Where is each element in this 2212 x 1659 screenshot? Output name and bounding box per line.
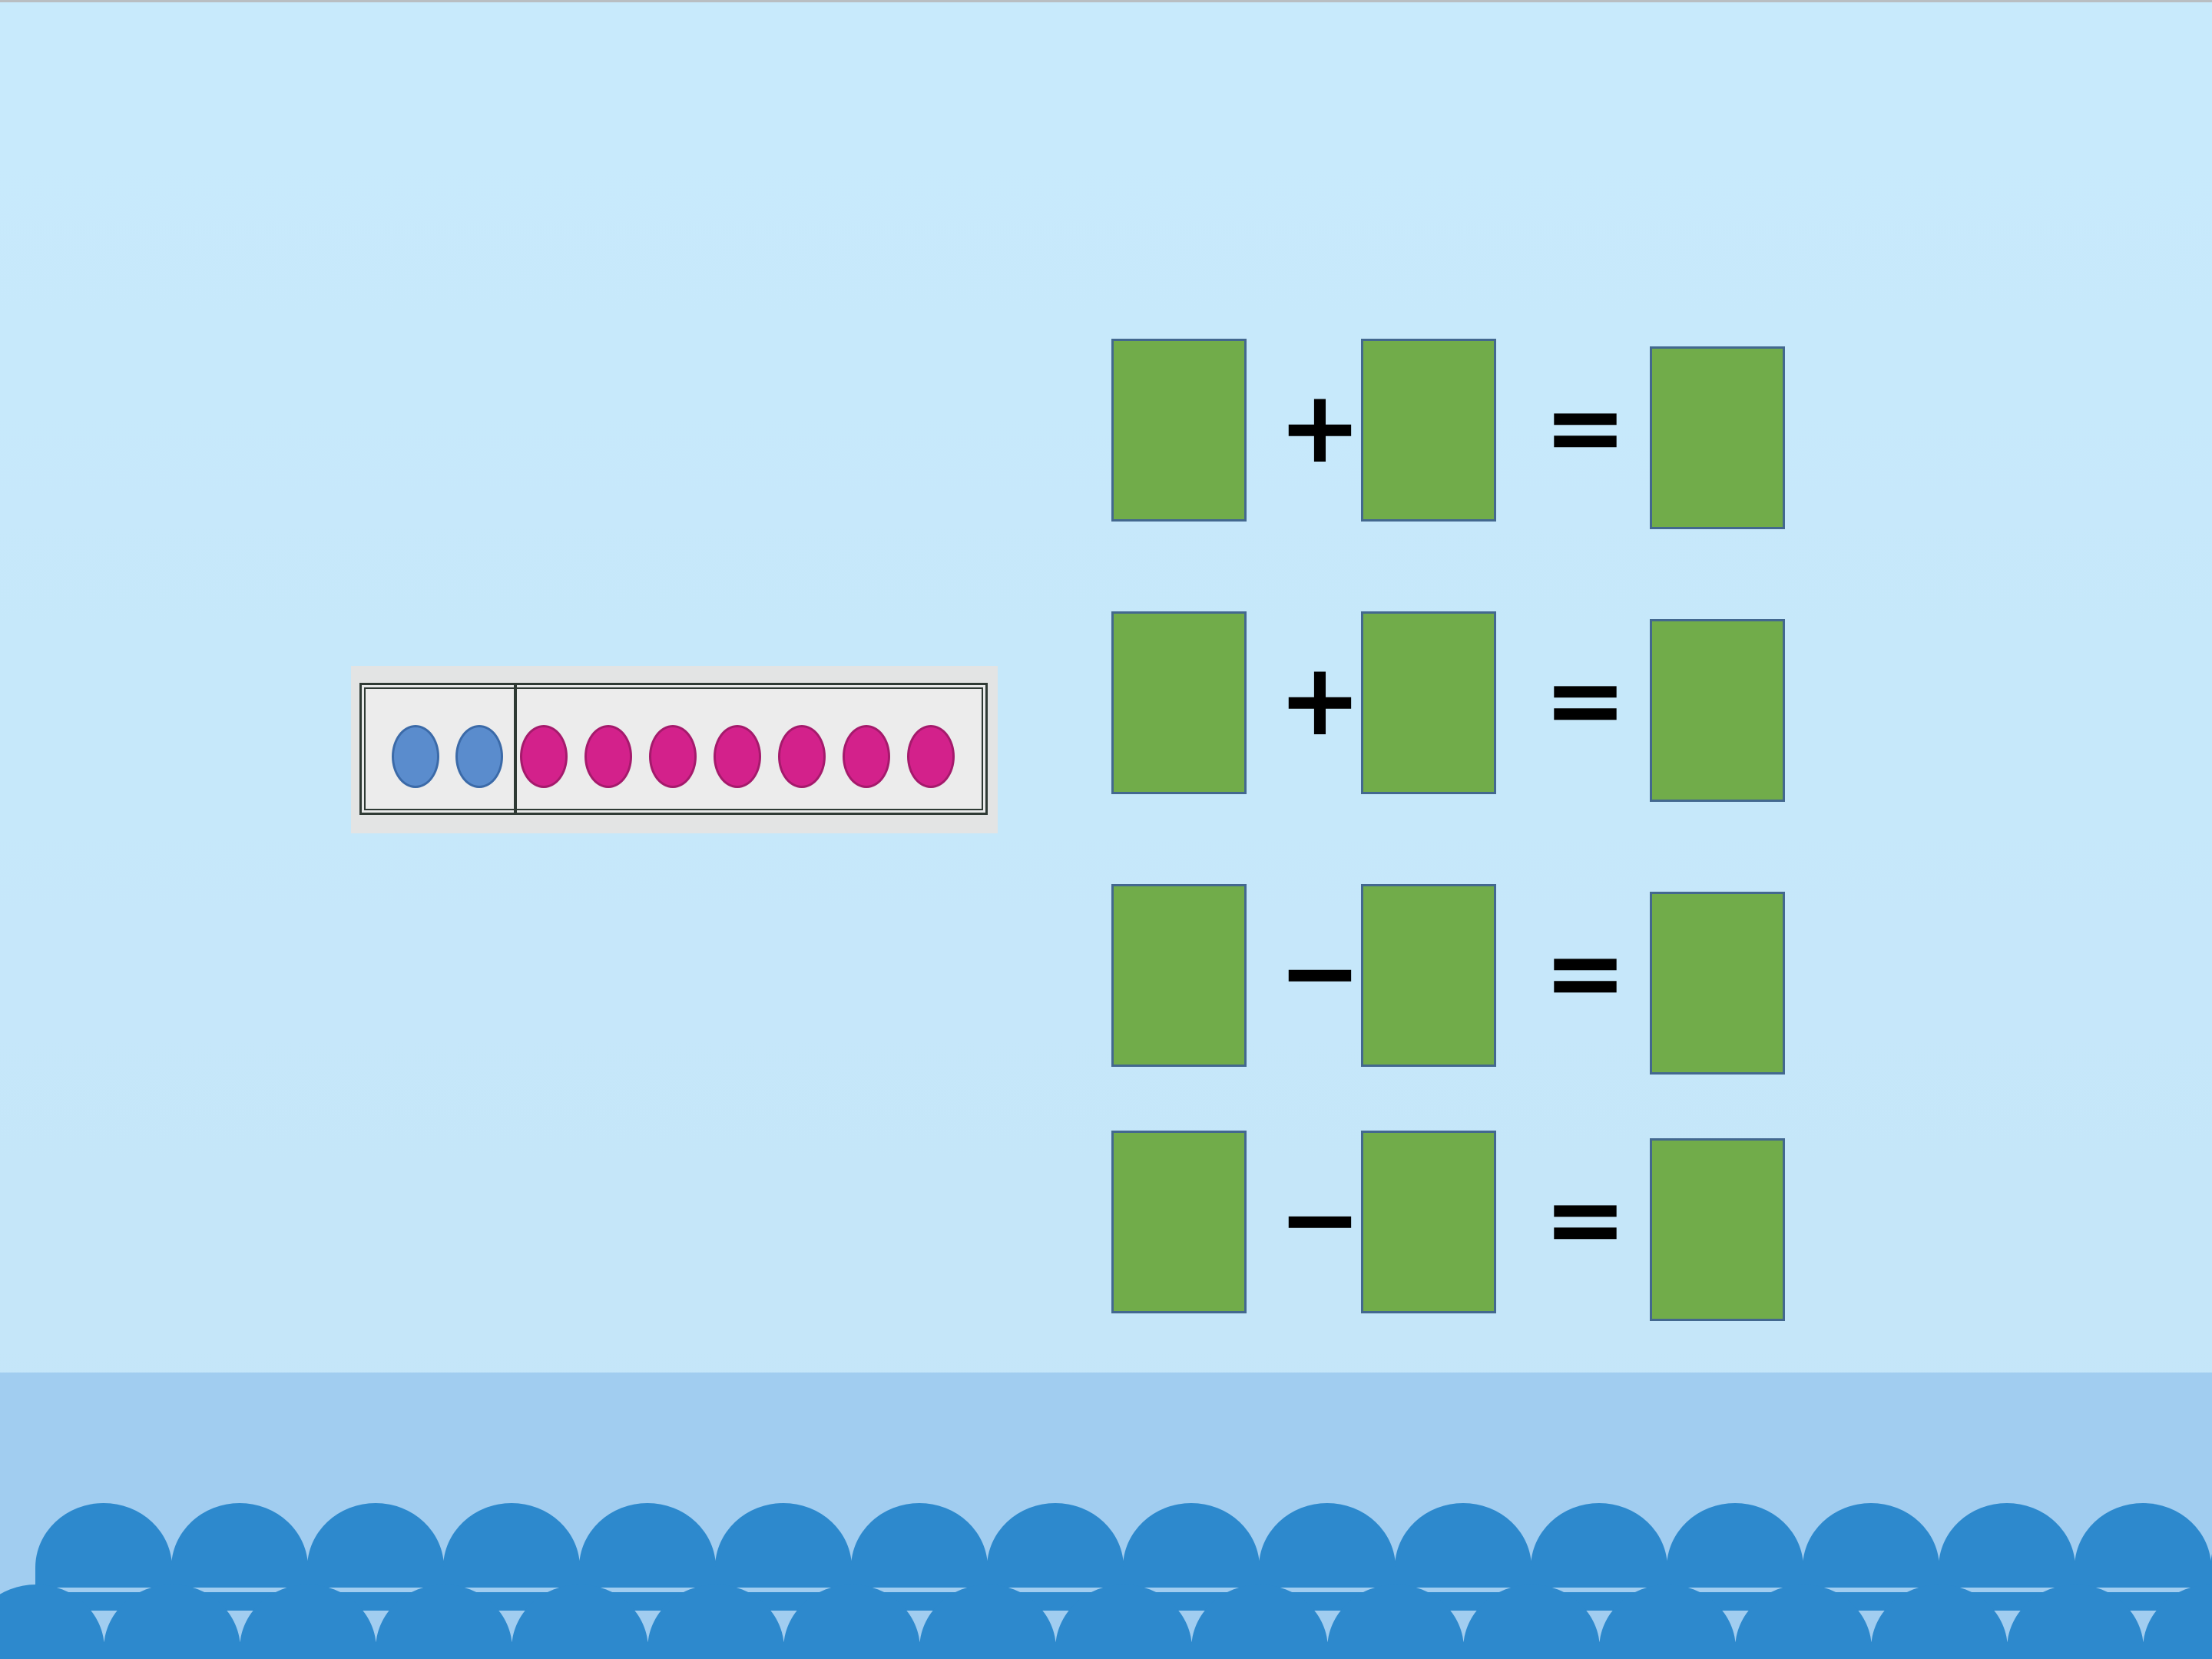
wave-scallop xyxy=(2210,1503,2212,1611)
plus-sign: + xyxy=(1278,369,1362,485)
equals-sign: = xyxy=(1543,1161,1628,1277)
pink-counter xyxy=(907,725,955,788)
answer-box-result[interactable] xyxy=(1650,892,1785,1075)
blue-counter xyxy=(392,725,439,788)
answer-box-middle[interactable] xyxy=(1361,339,1496,522)
answer-box-left[interactable] xyxy=(1111,884,1247,1067)
answer-box-middle[interactable] xyxy=(1361,611,1496,794)
answer-box-result[interactable] xyxy=(1650,1138,1785,1321)
equals-sign: = xyxy=(1543,641,1628,758)
frame-divider xyxy=(514,685,517,813)
minus-sign: − xyxy=(1278,1161,1362,1277)
pink-counter xyxy=(778,725,826,788)
counter-strip xyxy=(351,666,998,833)
equals-sign: = xyxy=(1543,369,1628,485)
blue-counter xyxy=(455,725,503,788)
pink-counter xyxy=(649,725,697,788)
pink-counter xyxy=(714,725,761,788)
plus-sign: + xyxy=(1278,641,1362,758)
answer-box-middle[interactable] xyxy=(1361,1131,1496,1313)
answer-box-middle[interactable] xyxy=(1361,884,1496,1067)
wave-band xyxy=(0,1373,2212,1659)
ten-frame xyxy=(359,683,988,815)
equals-sign: = xyxy=(1543,914,1628,1031)
answer-box-left[interactable] xyxy=(1111,1131,1247,1313)
answer-box-result[interactable] xyxy=(1650,619,1785,802)
pink-counter xyxy=(520,725,568,788)
minus-sign: − xyxy=(1278,914,1362,1031)
pink-counter xyxy=(584,725,632,788)
answer-box-result[interactable] xyxy=(1650,346,1785,529)
pink-counter xyxy=(843,725,890,788)
answer-box-left[interactable] xyxy=(1111,339,1247,522)
answer-box-left[interactable] xyxy=(1111,611,1247,794)
